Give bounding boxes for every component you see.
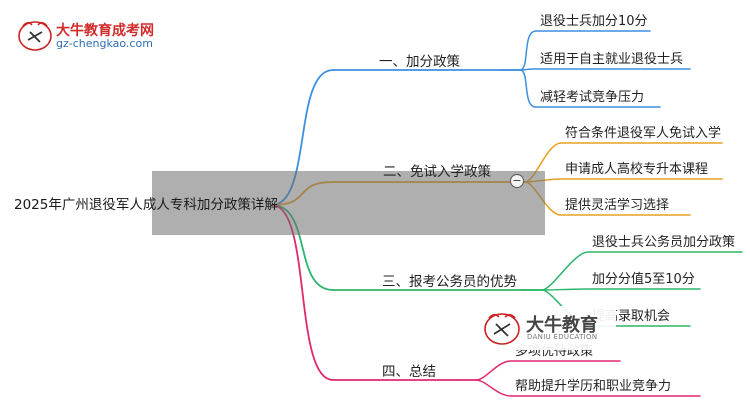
- leaf-self-employed[interactable]: 适用于自主就业退役士兵: [540, 52, 684, 67]
- leaf-flexible-study[interactable]: 提供灵活学习选择: [565, 198, 670, 213]
- logo-url: gz-chengkao.com: [56, 37, 153, 50]
- edge-leaf-1-2: [499, 68, 691, 71]
- leaf-civil-bonus[interactable]: 退役士兵公务员加分政策: [592, 235, 736, 250]
- branch-summary[interactable]: 四、总结: [382, 364, 436, 380]
- leaf-bonus-10[interactable]: 退役士兵加分10分: [540, 14, 648, 29]
- leaf-education-career[interactable]: 帮助提升学历和职业竞争力: [515, 379, 672, 394]
- branch-civil-service[interactable]: 三、报考公务员的优势: [382, 274, 517, 290]
- gray-overlay-band: [152, 171, 545, 235]
- edge-leaf-1-3: [499, 69, 661, 108]
- logo-name: 大牛教育成考网: [56, 23, 154, 39]
- watermark: 大牛教育 DANIU EDUCATION: [480, 306, 616, 350]
- bull-logo-icon: [18, 21, 52, 51]
- watermark-bull-icon: [484, 313, 520, 345]
- edge-leaf-4-2: [457, 379, 701, 397]
- branch-exam-free[interactable]: 二、免试入学政策: [383, 164, 491, 180]
- watermark-name: 大牛教育: [526, 315, 598, 336]
- watermark-sub: DANIU EDUCATION: [527, 333, 598, 341]
- branch-bonus-policy[interactable]: 一、加分政策: [379, 54, 460, 70]
- collapse-toggle[interactable]: −: [510, 174, 524, 188]
- leaf-reduce-pressure[interactable]: 减轻考试竞争压力: [540, 90, 645, 105]
- edge-leaf-3-2: [521, 288, 701, 291]
- leaf-bonus-range[interactable]: 加分分值5至10分: [592, 272, 695, 287]
- root-topic[interactable]: 2025年广州退役军人成人专科加分政策详解: [14, 197, 278, 213]
- leaf-upgrade-courses[interactable]: 申请成人高校专升本课程: [565, 162, 709, 177]
- site-logo: 大牛教育成考网 gz-chengkao.com: [16, 16, 176, 56]
- leaf-exam-free-admission[interactable]: 符合条件退役军人免试入学: [565, 126, 722, 141]
